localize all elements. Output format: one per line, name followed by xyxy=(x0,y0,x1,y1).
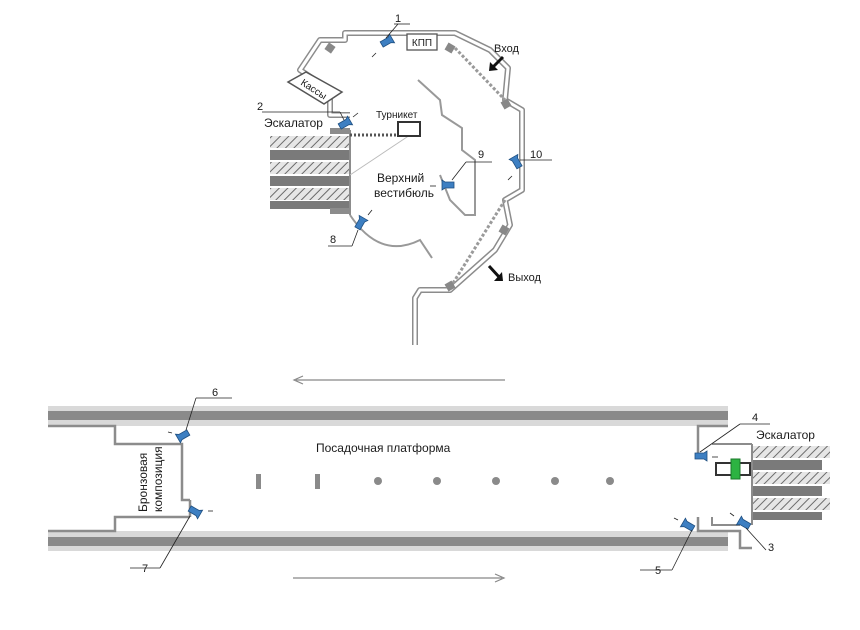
direction-arrow-top xyxy=(292,375,505,385)
camera-number: 7 xyxy=(142,563,148,575)
platform-marker xyxy=(315,474,320,489)
exit-arrow-icon xyxy=(494,272,503,281)
camera-6: 6 xyxy=(167,387,232,444)
camera-2: 2 xyxy=(257,101,359,132)
camera-1: 1 xyxy=(371,13,410,58)
camera-icon xyxy=(736,515,753,532)
vestibule-label-line2: вестибюль xyxy=(374,186,434,200)
camera-icon xyxy=(378,33,395,50)
platform-column xyxy=(433,477,441,485)
lower-turnstile xyxy=(715,458,751,480)
exit-marker: Выход xyxy=(487,264,541,284)
camera-icon xyxy=(680,517,697,534)
camera-8: 8 xyxy=(328,209,373,247)
bronze-label-line1: Бронзовая xyxy=(136,453,150,512)
camera-number: 6 xyxy=(212,387,218,399)
platform-column xyxy=(551,477,559,485)
exit-label: Выход xyxy=(508,272,541,284)
pillar xyxy=(444,280,456,292)
kpp-label: КПП xyxy=(412,38,432,49)
exit-doors xyxy=(448,199,507,289)
camera-number: 3 xyxy=(768,542,774,554)
platform-outline xyxy=(48,424,192,533)
camera-7: 7 xyxy=(130,503,213,575)
camera-icon xyxy=(175,427,192,444)
camera-3: 3 xyxy=(729,512,774,554)
entrance-marker: Вход xyxy=(489,43,519,71)
lower-escalator-label: Эскалатор xyxy=(756,428,815,442)
lower-platform: Эскалатор Посадочная платформа Бронзовая… xyxy=(48,387,830,577)
camera-10: 10 xyxy=(507,149,552,181)
pillar xyxy=(498,224,510,236)
vestibule-inner-partition xyxy=(417,79,476,216)
vestibule-label-line1: Верхний xyxy=(377,171,424,185)
camera-number: 9 xyxy=(478,149,484,161)
pillar xyxy=(500,98,512,110)
camera-number: 5 xyxy=(655,565,661,577)
turnstile: Турникет xyxy=(376,110,421,137)
pillar xyxy=(324,42,336,54)
kpp-booth: КПП xyxy=(406,33,438,51)
camera-number: 2 xyxy=(257,101,263,113)
camera-number: 1 xyxy=(395,13,401,25)
entrance-arrow-icon xyxy=(489,62,498,71)
camera-9: 9 xyxy=(430,149,492,191)
turnstile-label: Турникет xyxy=(376,110,418,121)
camera-number: 10 xyxy=(530,149,542,161)
direction-arrow-bottom xyxy=(293,573,506,583)
camera-5: 5 xyxy=(640,517,697,577)
platform-column xyxy=(492,477,500,485)
platform-column xyxy=(374,477,382,485)
platform-marker xyxy=(256,474,261,489)
upper-escalator-label: Эскалатор xyxy=(264,116,323,130)
upper-vestibule: Кассы КПП xyxy=(257,13,552,345)
camera-number: 8 xyxy=(330,234,336,246)
platform-column xyxy=(606,477,614,485)
camera-4: 4 xyxy=(694,412,770,462)
lower-escalator xyxy=(712,442,830,525)
arrow-left-icon xyxy=(292,375,304,385)
kassy-booth: Кассы xyxy=(286,71,344,105)
camera-icon xyxy=(441,179,455,191)
arrow-right-icon xyxy=(494,573,506,583)
upper-escalator xyxy=(270,128,411,215)
bronze-label-line2: композиция xyxy=(151,446,165,512)
entrance-label: Вход xyxy=(494,43,519,55)
platform-label: Посадочная платформа xyxy=(316,441,451,455)
pillar xyxy=(444,42,456,54)
camera-number: 4 xyxy=(752,412,758,424)
entrance-doors xyxy=(453,46,507,102)
